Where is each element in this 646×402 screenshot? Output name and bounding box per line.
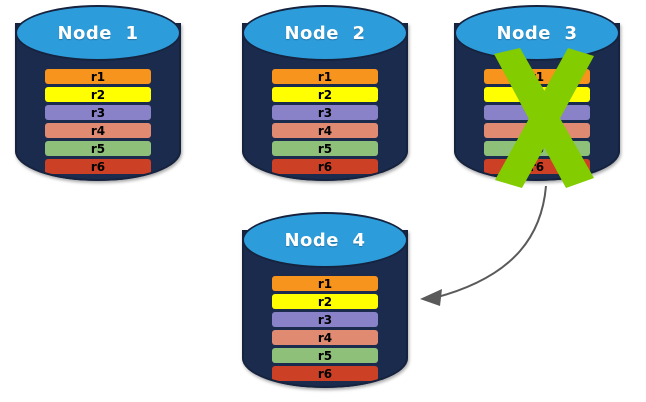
cylinder-top-4: Node 4 bbox=[242, 212, 408, 268]
row-item[interactable]: r3 bbox=[272, 105, 378, 120]
cylinder-top-1: Node 1 bbox=[15, 5, 181, 61]
node-cylinder-1[interactable]: r1 r2 r3 r4 r5 r6 Node 1 bbox=[15, 5, 181, 185]
row-item[interactable]: r1 bbox=[272, 69, 378, 84]
cylinder-top-2: Node 2 bbox=[242, 5, 408, 61]
row-item[interactable]: r4 bbox=[272, 123, 378, 138]
row-item[interactable]: r5 bbox=[272, 141, 378, 156]
row-item[interactable]: r4 bbox=[45, 123, 151, 138]
row-item[interactable]: r6 bbox=[484, 159, 590, 174]
row-item[interactable]: r4 bbox=[484, 123, 590, 138]
node-cylinder-2[interactable]: r1 r2 r3 r4 r5 r6 Node 2 bbox=[242, 5, 408, 185]
row-list-2: r1 r2 r3 r4 r5 r6 bbox=[272, 69, 378, 174]
arrow-curve bbox=[433, 185, 547, 299]
row-item[interactable]: r2 bbox=[272, 87, 378, 102]
row-item[interactable]: r1 bbox=[45, 69, 151, 84]
cylinder-top-3: Node 3 bbox=[454, 5, 620, 61]
node-label: Node 2 bbox=[284, 22, 366, 44]
row-item[interactable]: r2 bbox=[484, 87, 590, 102]
row-item[interactable]: r1 bbox=[272, 276, 378, 291]
node-label: Node 4 bbox=[284, 229, 366, 251]
row-item[interactable]: r5 bbox=[272, 348, 378, 363]
node-cylinder-4[interactable]: r1 r2 r3 r4 r5 r6 Node 4 bbox=[242, 212, 408, 392]
row-item[interactable]: r6 bbox=[272, 366, 378, 381]
replication-arrow bbox=[420, 185, 547, 306]
row-item[interactable]: r3 bbox=[484, 105, 590, 120]
row-item[interactable]: r3 bbox=[45, 105, 151, 120]
node-label: Node 1 bbox=[57, 22, 139, 44]
row-item[interactable]: r5 bbox=[45, 141, 151, 156]
row-item[interactable]: r3 bbox=[272, 312, 378, 327]
row-list-4: r1 r2 r3 r4 r5 r6 bbox=[272, 276, 378, 381]
row-item[interactable]: r6 bbox=[272, 159, 378, 174]
row-list-3: r1 r2 r3 r4 r5 r6 bbox=[484, 69, 590, 174]
row-list-1: r1 r2 r3 r4 r5 r6 bbox=[45, 69, 151, 174]
row-item[interactable]: r4 bbox=[272, 330, 378, 345]
arrow-head bbox=[420, 289, 442, 306]
row-item[interactable]: r6 bbox=[45, 159, 151, 174]
node-cylinder-3[interactable]: r1 r2 r3 r4 r5 r6 Node 3 bbox=[454, 5, 620, 185]
row-item[interactable]: r5 bbox=[484, 141, 590, 156]
row-item[interactable]: r2 bbox=[45, 87, 151, 102]
row-item[interactable]: r2 bbox=[272, 294, 378, 309]
node-label: Node 3 bbox=[496, 22, 578, 44]
row-item[interactable]: r1 bbox=[484, 69, 590, 84]
